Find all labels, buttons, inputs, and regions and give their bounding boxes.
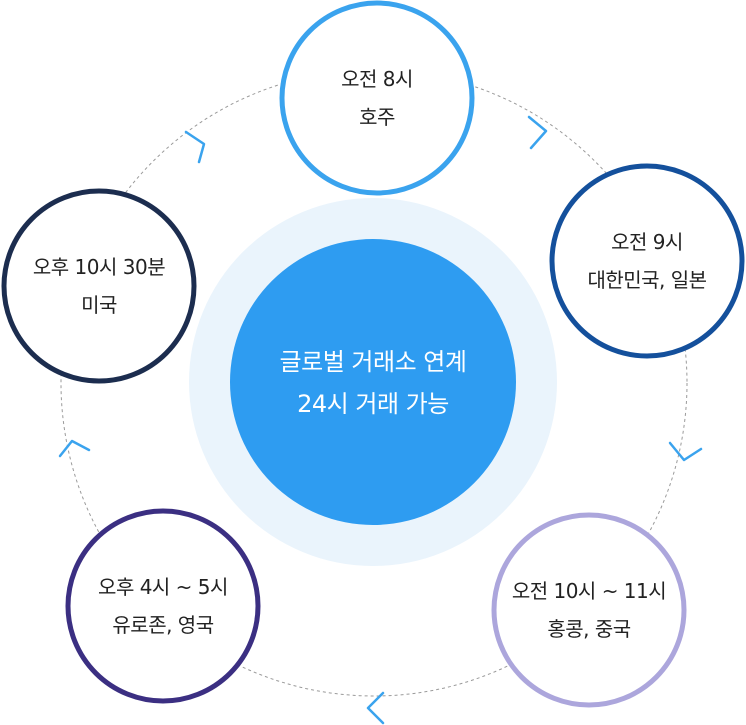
- region-time: 오전 9시: [611, 230, 683, 254]
- arrow-chevron-icon: [58, 439, 91, 458]
- region-name: 호주: [359, 105, 395, 129]
- region-label-usa: 오후 10시 30분 미국: [9, 226, 189, 346]
- region-time: 오전 10시 ~ 11시: [511, 579, 667, 603]
- arrow-chevron-icon: [668, 441, 703, 462]
- center-label: 글로벌 거래소 연계 24시 거래 가능: [228, 308, 518, 458]
- region-circle-korea-japan: [549, 163, 745, 359]
- region-name: 홍콩, 중국: [547, 617, 631, 641]
- arrow-chevron-icon: [366, 691, 385, 725]
- region-label-australia: 오전 8시 호주: [297, 38, 457, 158]
- region-time: 오후 10시 30분: [32, 255, 166, 279]
- dashed-cycle-ring: [60, 69, 688, 697]
- region-name: 유로존, 영국: [112, 613, 214, 637]
- region-circle-usa: [1, 188, 197, 384]
- region-name: 미국: [81, 293, 117, 317]
- region-label-korea-japan: 오전 9시 대한민국, 일본: [557, 201, 737, 321]
- region-label-europe-uk: 오후 4시 ~ 5시 유로존, 영국: [73, 546, 253, 666]
- direction-arrows: [58, 115, 703, 725]
- center-subtitle: 24시 거래 가능: [297, 390, 449, 418]
- region-circle-hongkong-china: [491, 512, 687, 708]
- region-name: 대한민국, 일본: [587, 268, 707, 292]
- arrow-chevron-icon: [184, 130, 206, 164]
- region-time: 오후 4시 ~ 5시: [98, 575, 228, 599]
- center-circle: [230, 239, 516, 525]
- center-title: 글로벌 거래소 연계: [279, 348, 467, 376]
- region-label-hongkong-china: 오전 10시 ~ 11시 홍콩, 중국: [494, 550, 684, 670]
- region-circle-europe-uk: [65, 508, 261, 704]
- region-circle-australia: [279, 0, 475, 196]
- region-time: 오전 8시: [341, 67, 413, 91]
- arrow-chevron-icon: [527, 115, 548, 150]
